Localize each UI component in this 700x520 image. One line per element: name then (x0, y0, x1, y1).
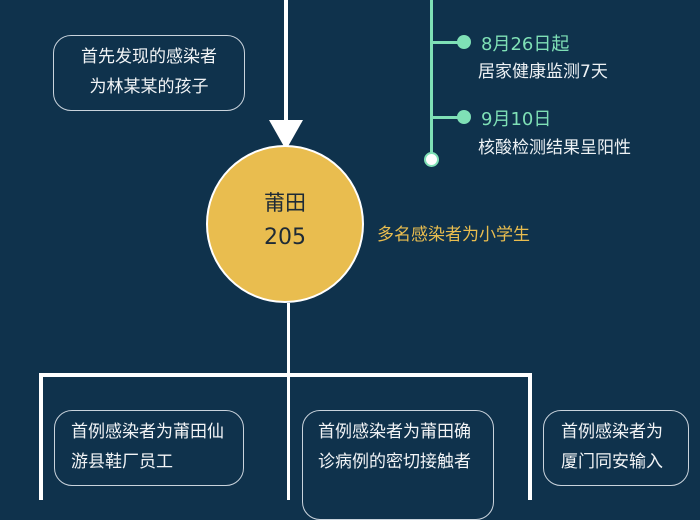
timeline-desc: 核酸检测结果呈阳性 (478, 138, 631, 158)
timeline-branch (432, 116, 462, 119)
branch-box: 首例感染者为厦门同安输入 (543, 410, 689, 486)
timeline-desc: 居家健康监测7天 (478, 62, 608, 82)
timeline-dot (457, 35, 471, 49)
timeline-date: 8月26日起 (481, 34, 570, 55)
branch-box: 首例感染者为莆田仙游县鞋厂员工 (54, 410, 244, 486)
branch-text: 首例感染者为莆田确诊病例的密切接触者 (318, 422, 471, 472)
connector-line (39, 373, 532, 377)
case-count: 205 (264, 225, 306, 250)
side-note: 多名感染者为小学生 (377, 225, 530, 245)
connector-line (284, 0, 288, 122)
top-note-text: 首先发现的感染者为林某某的孩子 (81, 47, 217, 97)
timeline-date: 9月10日 (481, 109, 552, 130)
timeline-dot (457, 110, 471, 124)
top-note-box: 首先发现的感染者为林某某的孩子 (53, 35, 245, 111)
timeline-line (430, 0, 433, 154)
connector-line (39, 373, 43, 500)
connector-line (287, 303, 290, 500)
city-name: 莆田 (264, 191, 306, 215)
branch-text: 首例感染者为厦门同安输入 (561, 422, 663, 472)
city-node: 莆田 205 (206, 145, 364, 303)
timeline-branch (432, 41, 462, 44)
timeline-end-dot (424, 152, 439, 167)
branch-text: 首例感染者为莆田仙游县鞋厂员工 (71, 422, 224, 472)
branch-box: 首例感染者为莆田确诊病例的密切接触者 (302, 410, 494, 520)
connector-line (528, 373, 532, 500)
